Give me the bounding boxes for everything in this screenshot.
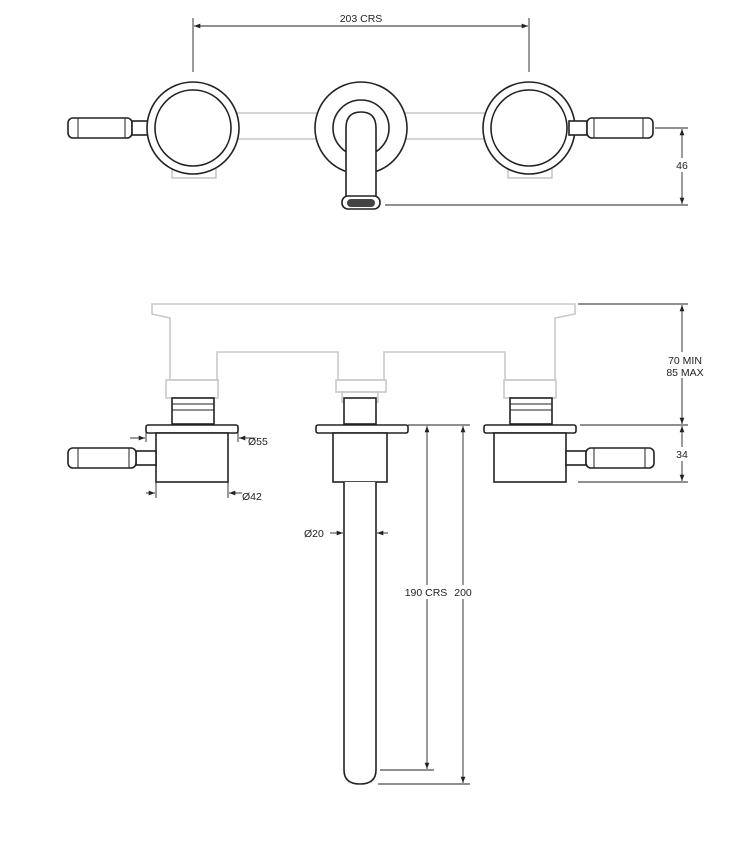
aerator-icon	[347, 199, 375, 207]
dim-dia-42: Ø42	[146, 482, 262, 503]
dim-190-crs: 190 CRS	[380, 426, 452, 771]
right-handle-front	[568, 117, 654, 139]
dim-34-label: 34	[676, 449, 688, 461]
dim-20-label: Ø20	[304, 528, 324, 540]
dim-200: 200	[378, 424, 476, 785]
right-valve-side	[483, 397, 655, 483]
hidden-left-body	[165, 379, 219, 399]
dim-200-label: 200	[454, 587, 472, 599]
dim-46: 46	[385, 127, 692, 206]
dim-203-label: 203 CRS	[340, 13, 383, 25]
spout-pipe	[343, 482, 377, 785]
right-flange-front	[482, 81, 576, 175]
dim-70-85: 70 MIN 85 MAX	[578, 303, 708, 426]
left-thread	[171, 397, 215, 425]
left-valve-side	[67, 397, 239, 483]
left-flange-front	[146, 81, 240, 175]
dim-190-label: 190 CRS	[405, 587, 448, 599]
dim-55-label: Ø55	[248, 436, 268, 448]
dim-dia-20: Ø20	[304, 528, 388, 540]
right-thread	[509, 397, 553, 425]
left-handle-front	[67, 117, 151, 139]
hidden-center-body	[335, 379, 387, 393]
spout-side	[315, 397, 409, 785]
dim-42-label: Ø42	[242, 491, 262, 503]
side-view: 70 MIN 85 MAX 34 Ø55 Ø42	[67, 303, 708, 785]
dim-70-min-label: 70 MIN	[668, 355, 702, 367]
front-view: 203 CRS 46	[67, 12, 692, 210]
dim-203-crs: 203 CRS	[192, 12, 530, 72]
dim-34: 34	[578, 426, 692, 483]
dim-dia-55: Ø55	[130, 430, 268, 448]
hidden-in-wall-body	[151, 303, 576, 381]
hidden-right-body	[503, 379, 557, 399]
spout-front	[314, 81, 408, 210]
dim-85-max-label: 85 MAX	[666, 367, 703, 379]
dim-46-label: 46	[676, 160, 688, 172]
